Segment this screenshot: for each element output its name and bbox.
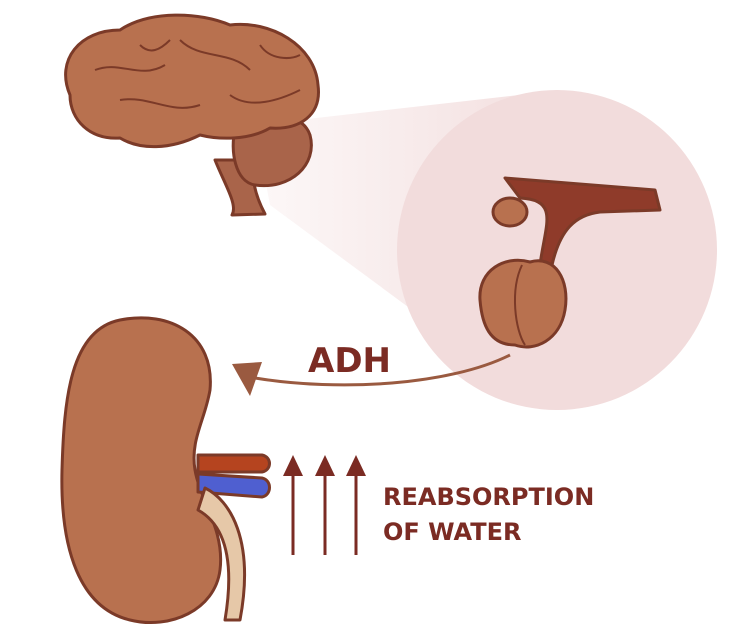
adh-arrow (254, 353, 511, 387)
reabsorption-label-line2: OF WATER (383, 518, 522, 546)
reabsorption-arrows (283, 455, 366, 555)
brain-illustration (64, 13, 320, 217)
vein (196, 472, 271, 499)
small-bulb (491, 196, 529, 228)
kidney (60, 316, 223, 625)
pituitary-illustration (478, 176, 662, 349)
adh-label: ADH (308, 341, 391, 381)
cerebrum (64, 13, 320, 149)
reabsorption-label-line1: REABSORPTION (383, 483, 594, 511)
ureter (196, 486, 246, 622)
pituitary-gland (478, 258, 568, 349)
kidney-illustration (60, 316, 271, 625)
adh-arrowhead (232, 362, 262, 396)
artery (196, 453, 271, 474)
